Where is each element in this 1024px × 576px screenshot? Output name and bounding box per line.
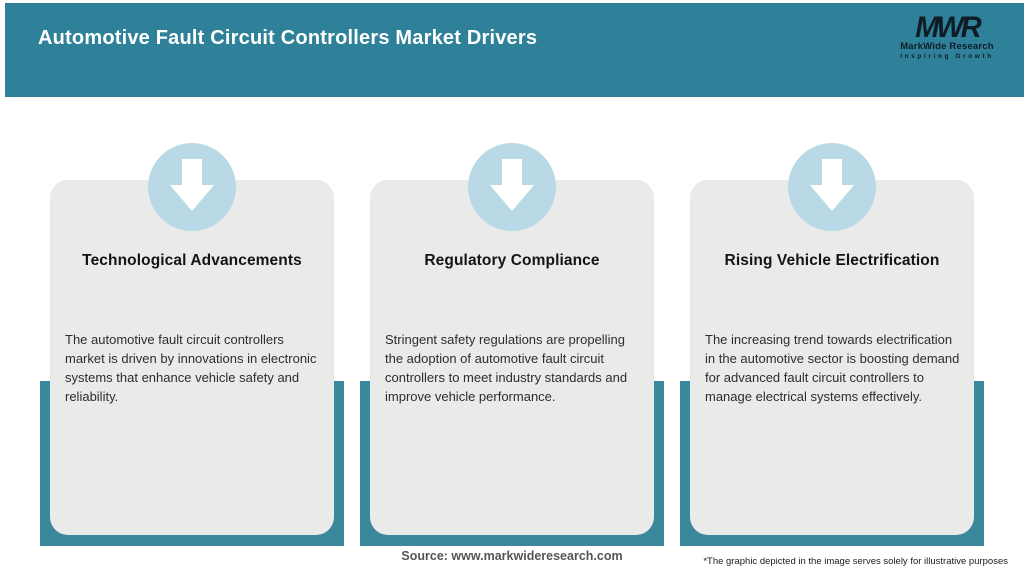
markwide-research-logo: MWR MarkWide Research Inspiring Growth [892, 13, 1002, 60]
driver-card: Regulatory Compliance Stringent safety r… [370, 180, 654, 535]
card-description: Stringent safety regulations are propell… [385, 332, 628, 404]
card-title: Regulatory Compliance [424, 252, 600, 269]
down-arrow-glyph [490, 159, 534, 211]
header-bar: Automotive Fault Circuit Controllers Mar… [5, 3, 1024, 97]
card-title: Rising Vehicle Electrification [724, 252, 940, 269]
driver-card: Technological Advancements The automotiv… [50, 180, 334, 535]
logo-tagline: Inspiring Growth [900, 53, 994, 60]
source-text: Source: www.markwideresearch.com [401, 549, 623, 563]
disclaimer-text: *The graphic depicted in the image serve… [703, 556, 1008, 567]
down-arrow-icon [788, 143, 876, 231]
driver-card-group-3: Rising Vehicle Electrification The incre… [680, 0, 984, 576]
page-title: Automotive Fault Circuit Controllers Mar… [38, 27, 538, 49]
down-arrow-icon [468, 143, 556, 231]
driver-card-group-2: Regulatory Compliance Stringent safety r… [360, 0, 664, 576]
driver-card: Rising Vehicle Electrification The incre… [690, 180, 974, 535]
card-description: The automotive fault circuit controllers… [65, 332, 317, 404]
logo-company-name: MarkWide Research [900, 41, 994, 52]
logo-mwr-icon: MWR [915, 11, 981, 45]
card-title: Technological Advancements [82, 252, 302, 269]
driver-card-group-1: Technological Advancements The automotiv… [40, 0, 344, 576]
card-description: The increasing trend towards electrifica… [705, 332, 960, 404]
down-arrow-glyph [810, 159, 854, 211]
down-arrow-icon [148, 143, 236, 231]
down-arrow-glyph [170, 159, 214, 211]
